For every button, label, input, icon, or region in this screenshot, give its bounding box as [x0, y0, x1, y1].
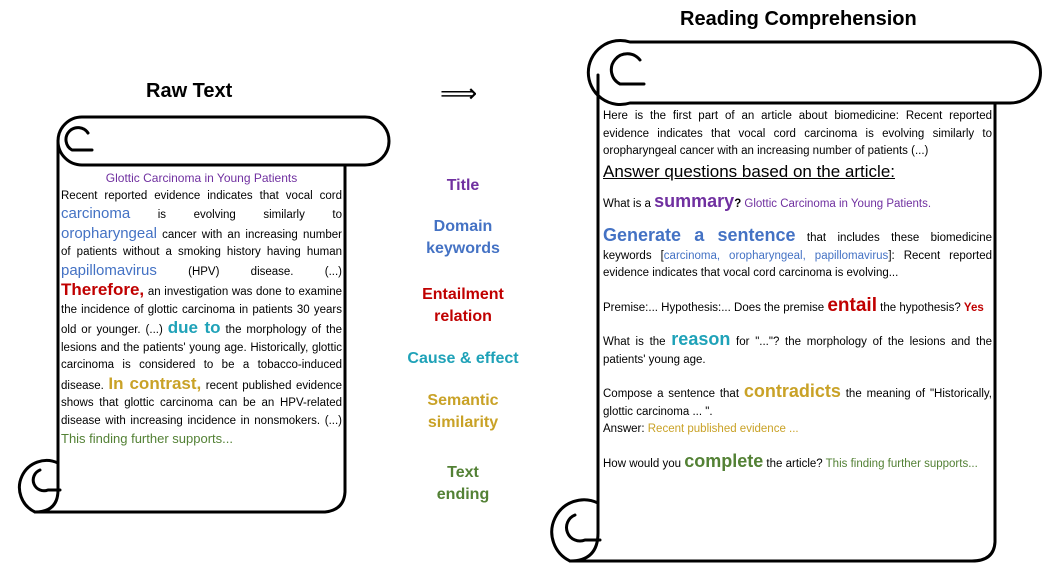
left-scroll-curl: [64, 126, 94, 152]
label-cause-effect: Cause & effect: [407, 350, 519, 367]
label-semantic-similarity: Semantic similarity: [400, 390, 526, 434]
rc-keyword-reason: reason: [671, 329, 731, 349]
label-ending-line1: Text: [447, 464, 479, 481]
rc-keyword-contradicts: contradicts: [743, 381, 841, 401]
keyword-in-contrast: In contrast,: [108, 373, 202, 393]
label-domain-line1: Domain: [433, 218, 493, 235]
raw-sentence-1: Recent reported evidence indicates that …: [61, 189, 342, 202]
label-entailment-relation: Entailment relation: [400, 284, 526, 328]
left-scroll-body: [17, 139, 347, 514]
rc-instructions: Answer questions based on the article:: [603, 161, 896, 181]
rc-q2-text: that includes these biomedicine keywords…: [603, 232, 993, 262]
rc-q1-mark: ?: [734, 197, 742, 210]
rc-q5-text: Compose a sentence that: [603, 388, 744, 400]
keyword-due-to: due to: [167, 318, 221, 337]
right-scroll-body: [550, 73, 997, 563]
raw-sentence-7: recent published evidence shows that glo…: [61, 379, 343, 427]
rc-q5-answer-line: Answer: Recent published evidence ...: [603, 421, 992, 439]
raw-text-body: Glottic Carcinoma in Young Patients Rece…: [61, 170, 342, 450]
rc-q6-text: How would you: [603, 457, 685, 470]
label-domain-line2: keywords: [426, 240, 500, 257]
right-scroll-curl: [609, 52, 646, 86]
raw-text-heading: Raw Text: [146, 80, 233, 102]
right-scroll-top-roll: [586, 39, 1042, 106]
rc-q2-answer: ]: Recent reported evidence indicates th…: [603, 249, 993, 280]
arrow-icon: ⟹: [440, 78, 478, 108]
raw-sentence-5: an investigation was done to examine the…: [61, 286, 342, 336]
raw-sentence-2: is evolving similarly to: [130, 209, 342, 221]
label-title: Title: [446, 177, 480, 194]
raw-sentence-6: the morphology of the lesions and the pa…: [61, 324, 343, 392]
rc-q3-mid: the hypothesis?: [876, 301, 964, 314]
left-scroll-bottom-curl: [31, 461, 62, 514]
right-scroll-bottom-curl: [565, 501, 602, 563]
keyword-oropharyngeal: oropharyngeal: [61, 224, 157, 242]
rc-question-complete: How would you complete the article? This…: [603, 450, 992, 474]
raw-title: Glottic Carcinoma in Young Patients: [105, 171, 298, 185]
rc-question-summary: What is a summary? Glottic Carcinoma in …: [603, 190, 992, 214]
rc-q5-post: the meaning of "Historically, glottic ca…: [603, 388, 992, 418]
keyword-papillomavirus: papillomavirus: [61, 261, 157, 279]
rc-keyword-summary: summary: [654, 190, 735, 211]
rc-keyword-generate: Generate a sentence: [603, 225, 796, 245]
label-domain-keywords: Domain keywords: [400, 216, 526, 260]
rc-q3-text: Premise:... Hypothesis:... Does the prem…: [603, 301, 828, 314]
rc-q1-text: What is a: [603, 197, 655, 210]
rc-q4-text: What is the: [603, 336, 672, 348]
reading-comprehension-heading: Reading Comprehension: [680, 8, 917, 30]
rc-q1-answer: Glottic Carcinoma in Young Patients.: [741, 197, 932, 210]
rc-keyword-complete: complete: [684, 450, 764, 471]
rc-q6-answer: This finding further supports...: [825, 457, 978, 470]
keyword-therefore: Therefore,: [61, 280, 145, 299]
raw-ending: This finding further supports...: [61, 431, 233, 446]
label-semantic-line2: similarity: [427, 414, 499, 431]
label-semantic-line1: Semantic: [427, 392, 499, 409]
rc-q6-mid: the article?: [763, 457, 826, 470]
rc-q3-answer: Yes: [963, 301, 984, 314]
rc-q5-answer: Recent published evidence ...: [647, 423, 799, 435]
keyword-carcinoma: carcinoma: [61, 205, 131, 222]
rc-q4-answer: for "..."? the morphology of the lesions…: [603, 336, 992, 366]
left-scroll-top-roll: [56, 115, 391, 167]
rc-question-contradicts: Compose a sentence that contradicts the …: [603, 381, 992, 421]
raw-sentence-3: cancer with an increasing number of pati…: [61, 228, 342, 259]
rc-q2-keywords: carcinoma, oropharyngeal, papillomavirus: [663, 249, 889, 262]
rc-question-entail: Premise:... Hypothesis:... Does the prem…: [603, 294, 992, 318]
label-text-ending: Text ending: [400, 462, 526, 506]
rc-intro: Here is the first part of an article abo…: [603, 110, 992, 157]
raw-sentence-4: (HPV) disease. (...): [156, 265, 342, 278]
label-entailment-line1: Entailment: [422, 286, 504, 303]
rc-q5-answer-label: Answer:: [603, 423, 648, 435]
rc-question-reason: What is the reason for "..."? the morpho…: [603, 329, 992, 369]
label-ending-line2: ending: [436, 486, 490, 503]
rc-keyword-entail: entail: [827, 294, 877, 316]
label-entailment-line2: relation: [434, 308, 492, 325]
rc-body: Here is the first part of an article abo…: [603, 108, 992, 473]
rc-question-keywords: Generate a sentence that includes these …: [603, 225, 993, 283]
